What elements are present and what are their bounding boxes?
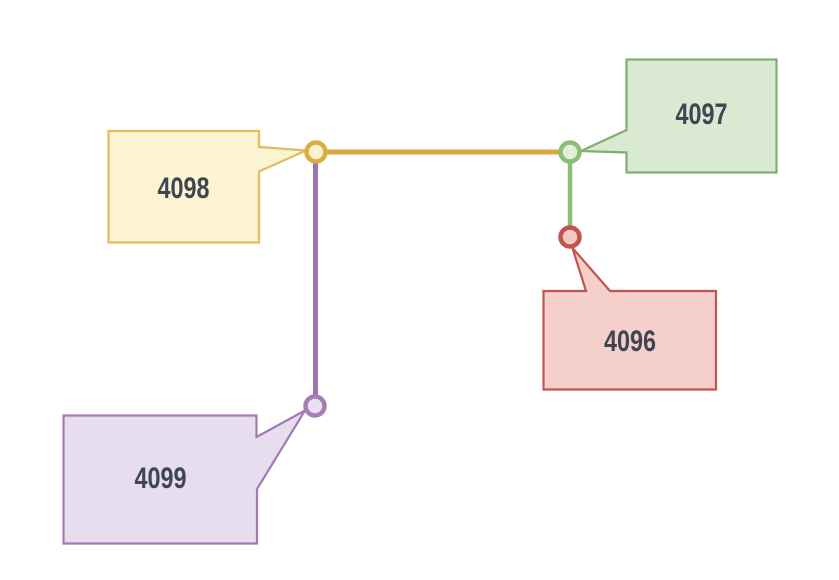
node-circle-4099[interactable] bbox=[303, 394, 327, 418]
node-circle-4097[interactable] bbox=[558, 140, 582, 164]
callout-box-4098[interactable] bbox=[107, 129, 307, 244]
node-label-4096: 4096 bbox=[604, 324, 656, 357]
node-label-4098: 4098 bbox=[157, 171, 209, 204]
node-circle-4098[interactable] bbox=[304, 140, 328, 164]
callout-box-4097[interactable] bbox=[580, 58, 778, 174]
node-circle-4096[interactable] bbox=[558, 225, 582, 249]
node-label-4097: 4097 bbox=[675, 97, 727, 130]
callout-box-4099[interactable] bbox=[62, 407, 309, 545]
callout-box-4096[interactable] bbox=[542, 247, 718, 391]
node-label-4099: 4099 bbox=[134, 461, 186, 494]
